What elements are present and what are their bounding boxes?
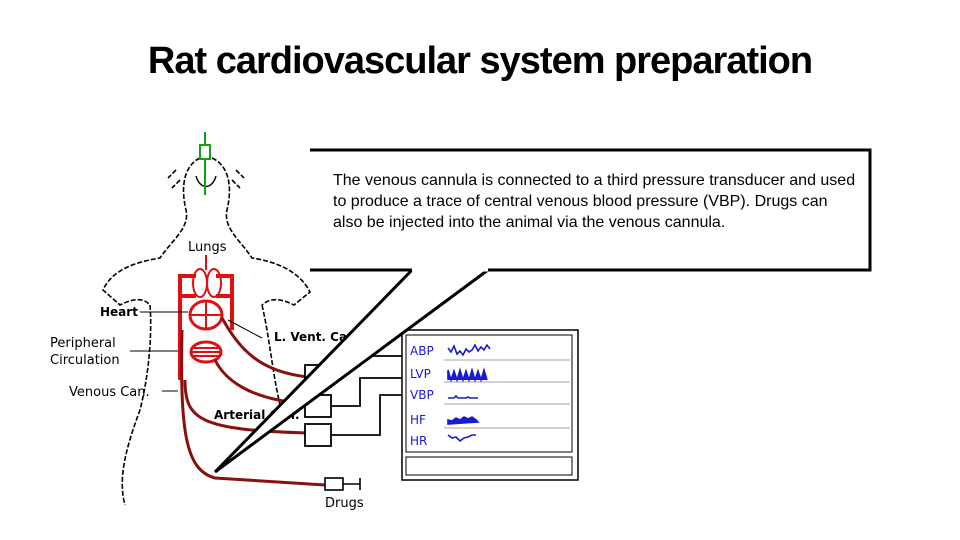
trace-label-hr: HR [410, 434, 427, 448]
vbp-waveform [448, 394, 478, 399]
recorder-panel [401, 329, 579, 481]
peripheral-circulation-icon [189, 340, 223, 364]
label-leaders [130, 311, 263, 392]
abp-waveform [447, 343, 491, 357]
hf-waveform [447, 416, 480, 425]
callout-box [213, 148, 872, 474]
hr-waveform [447, 434, 476, 443]
trace-labels: ABP LVP VBP HF HR [410, 344, 434, 448]
rat-outline [102, 157, 312, 506]
trace-waveforms [447, 343, 491, 443]
tracheal-tube [199, 132, 211, 195]
label-heart: Heart [100, 305, 138, 319]
label-peripheral-2: Circulation [50, 353, 120, 368]
lvp-waveform [447, 367, 488, 383]
heart-icon [188, 299, 224, 331]
callout-text: The venous cannula is connected to a thi… [333, 172, 856, 231]
cannula-lines [180, 317, 326, 487]
drugs-syringe [324, 477, 361, 491]
label-lungs: Lungs [188, 240, 227, 255]
trace-label-abp: ABP [410, 344, 434, 358]
label-peripheral-1: Peripheral [50, 336, 116, 351]
trace-label-hf: HF [410, 413, 426, 427]
label-lvent-can: L. Vent. Can. [274, 330, 360, 344]
slide-title: Rat cardiovascular system preparation [147, 40, 813, 82]
label-venous-can: Venous Can. [69, 385, 150, 400]
trace-label-vbp: VBP [410, 388, 434, 402]
trace-label-lvp: LVP [410, 367, 431, 381]
label-drugs: Drugs [325, 496, 364, 511]
heart-circuit [178, 274, 234, 380]
